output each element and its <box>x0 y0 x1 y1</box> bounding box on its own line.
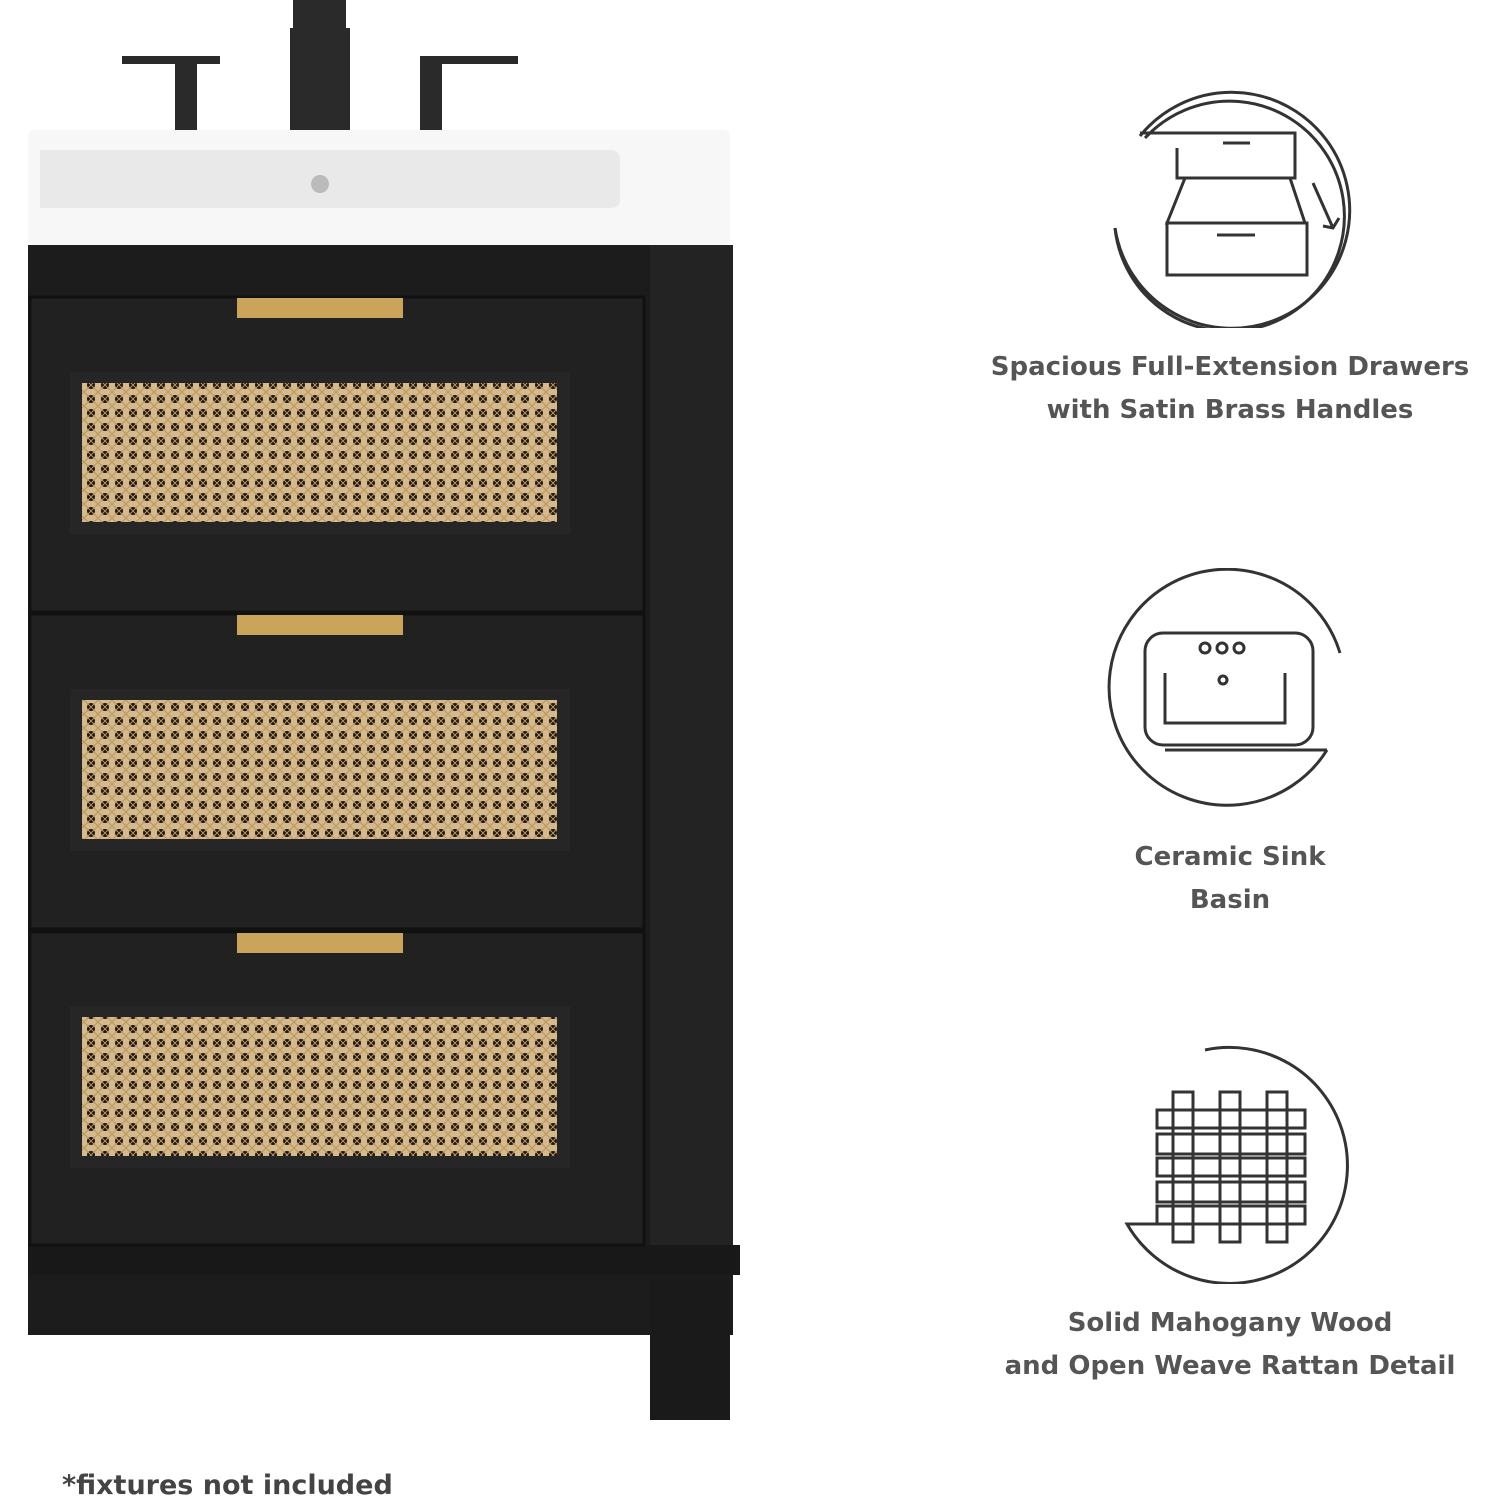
faucet <box>122 0 518 144</box>
drawers <box>28 295 646 1247</box>
drawer-icon <box>1113 90 1352 328</box>
feature-caption-line: with Satin Brass Handles <box>1046 395 1414 425</box>
drawer-3 <box>28 930 646 1247</box>
sink-icon <box>1107 568 1342 807</box>
feature-caption-line: Spacious Full-Extension Drawers <box>990 352 1470 382</box>
feature-drawers: Spacious Full-Extension Drawers with Sati… <box>980 78 1480 432</box>
feature-caption-line: Solid Mahogany Wood <box>1067 1308 1393 1338</box>
feature-caption-line: Basin <box>1189 885 1271 915</box>
feature-caption-line: Ceramic Sink <box>1134 842 1326 872</box>
vanity-product-image <box>28 0 740 1420</box>
drawer-2 <box>28 612 646 931</box>
feature-weave: Solid Mahogany Wood and Open Weave Rattan… <box>980 1044 1480 1388</box>
drawer-1 <box>28 295 646 614</box>
feature-caption-line: and Open Weave Rattan Detail <box>1004 1351 1456 1381</box>
weave-icon <box>1124 1045 1349 1284</box>
footnote: *fixtures not included <box>62 1470 393 1501</box>
